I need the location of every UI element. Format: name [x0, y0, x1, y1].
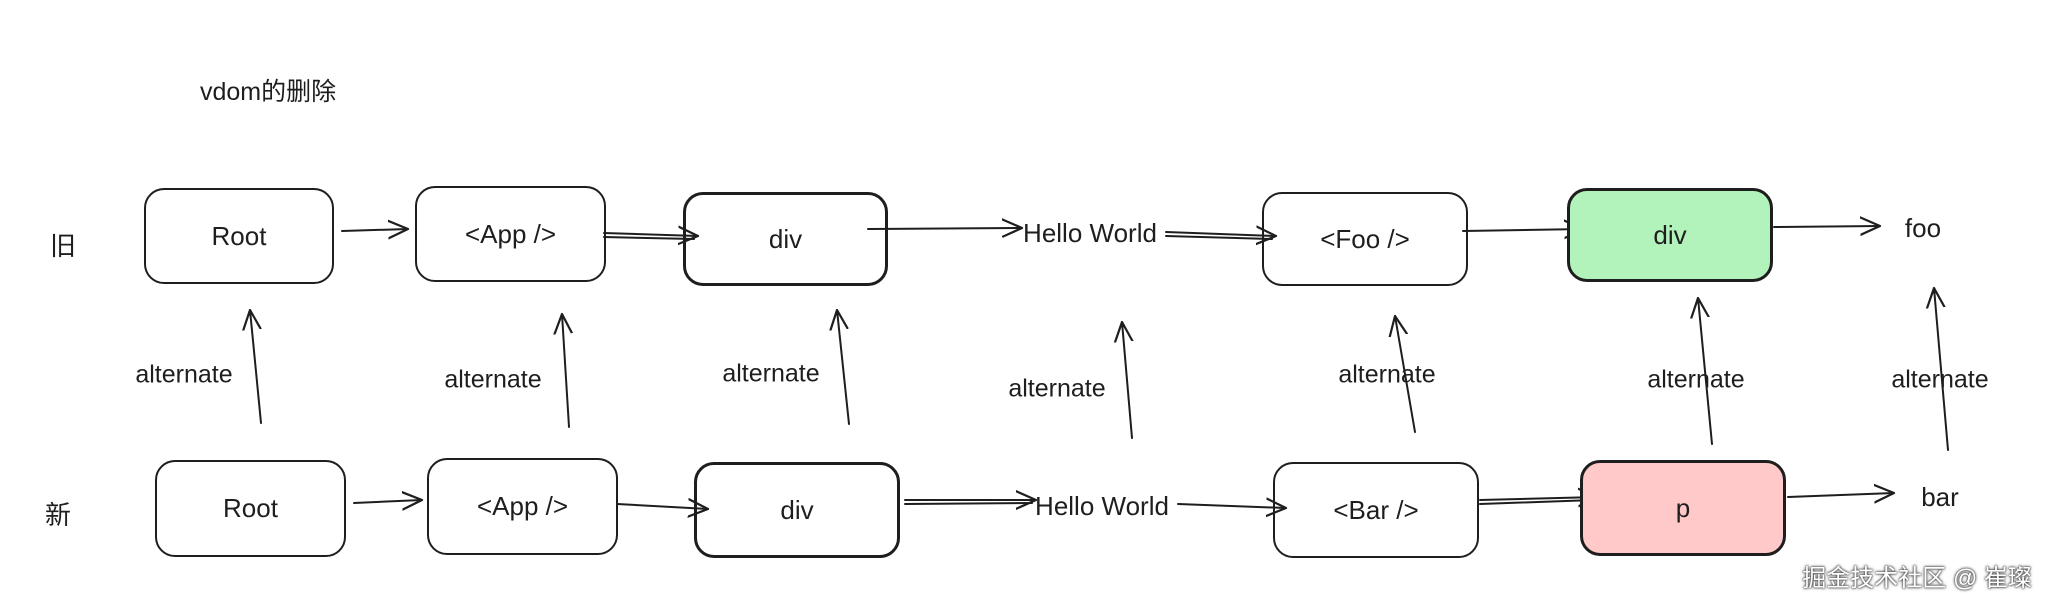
old-text-to-foo-arrow [1165, 232, 1276, 236]
alternate-label: alternate [1647, 365, 1745, 394]
alternate-label: alternate [135, 360, 233, 389]
new-root-node: Root [155, 460, 346, 557]
old-app-to-div-arrow-stroke [603, 236, 695, 240]
new-bar-node: <Bar /> [1273, 462, 1479, 558]
new-hello-world-text: Hello World [1035, 491, 1169, 521]
new-div-to-text-arrow-stroke [904, 502, 1033, 505]
new-bar-to-p-arrow-stroke [1479, 499, 1595, 505]
new-bar-text: bar [1921, 482, 1959, 512]
new-row-label: 新 [45, 500, 72, 530]
new-p-highlight-node: p [1580, 460, 1786, 556]
alternate-arrow-div [837, 310, 850, 425]
alternate-label: alternate [1891, 365, 1989, 394]
new-p-to-bar-text-arrow [1787, 493, 1894, 497]
old-div-node: div [683, 192, 888, 286]
watermark: 掘金技术社区 @ 崔璨 [1802, 565, 2032, 592]
alternate-arrow-text [1122, 322, 1132, 439]
old-root-to-app-arrow [341, 229, 408, 231]
old-text-to-foo-arrow-stroke [1165, 235, 1273, 240]
old-hello-world-text: Hello World [1023, 218, 1157, 248]
alternate-arrow-component [1395, 316, 1416, 433]
alternate-label: alternate [444, 365, 542, 394]
diagram-title: vdom的删除 [200, 78, 337, 106]
old-app-node: <App /> [415, 186, 606, 282]
alternate-arrow-leaf [1934, 288, 1949, 451]
old-app-to-div-arrow [603, 233, 698, 236]
new-app-to-div-arrow [616, 504, 708, 509]
new-root-to-app-arrow [353, 500, 422, 503]
new-bar-to-p-arrow [1479, 497, 1598, 500]
new-div-node: div [694, 462, 900, 558]
new-app-node: <App /> [427, 458, 618, 555]
alternate-label: alternate [1338, 360, 1436, 389]
old-foo-to-div-arrow [1462, 229, 1584, 231]
old-div-to-foo-text-arrow [1773, 226, 1880, 227]
old-div-to-text-arrow [867, 228, 1022, 229]
alternate-label: alternate [1008, 374, 1106, 403]
alternate-label: alternate [722, 359, 820, 388]
alternate-arrow-element [1698, 298, 1713, 445]
old-foo-node: <Foo /> [1262, 192, 1468, 286]
old-div-highlight-node: div [1567, 188, 1773, 282]
old-row-label: 旧 [50, 231, 77, 261]
old-root-node: Root [144, 188, 334, 284]
alternate-arrow-app [562, 314, 569, 428]
new-text-to-bar-arrow [1177, 504, 1286, 508]
old-foo-text: foo [1904, 213, 1942, 243]
alternate-arrow-root [250, 310, 262, 424]
